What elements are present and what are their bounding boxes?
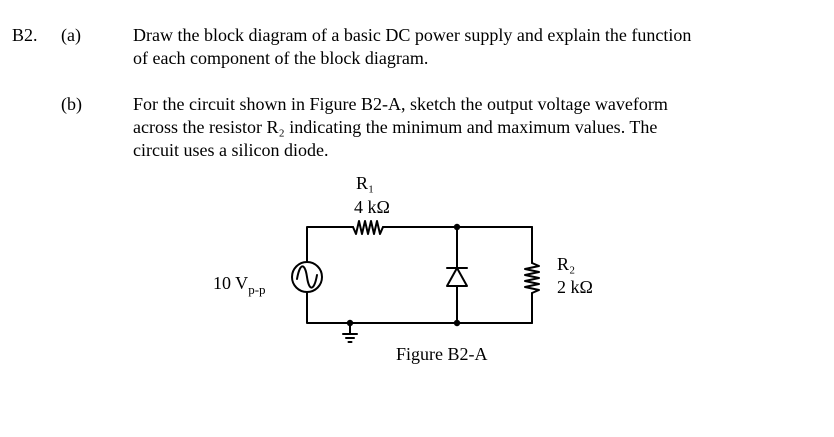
source-value: 10 V [213,273,248,293]
junction-dot-ground [346,319,354,327]
part-a-line-1: Draw the block diagram of a basic DC pow… [133,25,692,45]
r2-value: 2 kΩ [557,277,593,297]
part-a-text: Draw the block diagram of a basic DC pow… [133,24,691,70]
ac-source-circle [291,261,323,293]
source-subscript: p-p [248,282,265,297]
diode-triangle [446,267,468,287]
source-label: 10 Vp-p [213,273,266,297]
junction-dot-top [453,223,461,231]
part-b-label: (b) [61,94,82,114]
top-wire-left [306,226,354,263]
part-b-text: For the circuit shown in Figure B2-A, sk… [133,93,668,162]
question-number: B2. [12,25,38,45]
r2-resistor [524,262,540,294]
part-b-line-2: across the resistor R₂ indicating the mi… [133,117,658,137]
part-b-line-3: circuit uses a silicon diode. [133,140,329,160]
r2-name: R₂ [557,254,575,274]
part-a-label: (a) [61,25,81,45]
junction-dot-bottom [453,319,461,327]
ac-sine-icon [296,265,318,289]
r1-value: 4 kΩ [354,197,390,217]
r1-name: R₁ [356,173,374,193]
figure-caption: Figure B2-A [396,344,488,364]
bottom-wire [306,291,533,324]
part-b-line-1: For the circuit shown in Figure B2-A, sk… [133,94,668,114]
part-a-line-2: of each component of the block diagram. [133,48,429,68]
r1-resistor [352,220,384,235]
